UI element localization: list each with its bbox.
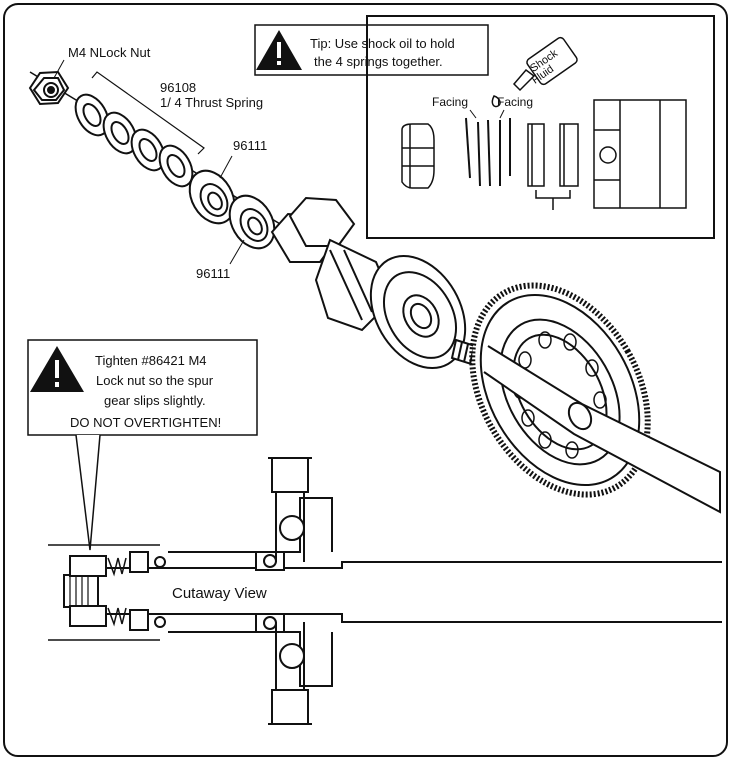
page-frame [3, 3, 728, 757]
bearing-lower-leader [229, 239, 245, 265]
bearing-lower-label: 96111 [196, 266, 230, 281]
bearing-upper [188, 169, 236, 225]
inset-frame [366, 15, 715, 239]
warning-pointer [75, 434, 101, 551]
inset-bearing-bracket [535, 190, 571, 199]
cutaway-label: Cutaway View [172, 585, 267, 602]
warning-triangle-icon [256, 30, 302, 70]
tip-line-2: the 4 springs together. [314, 54, 443, 69]
warning-line-4: DO NOT OVERTIGHTEN! [70, 415, 221, 430]
bearing-lower [228, 194, 276, 250]
inset-bearings [527, 123, 579, 187]
spring-part-number: 96108 [160, 80, 196, 95]
warning-line-3: gear slips slightly. [104, 393, 206, 408]
bearing-upper-leader [219, 155, 233, 179]
facing-right-label: Facing [497, 95, 533, 109]
cutaway-view [48, 457, 722, 725]
gear-shaft [483, 345, 721, 514]
thrust-spring-washers [74, 93, 194, 188]
bearing-upper-label: 96111 [233, 138, 267, 153]
tip-line-1: Tip: Use shock oil to hold [310, 36, 455, 51]
warning-triangle-icon [30, 346, 84, 392]
warning-line-2: Lock nut so the spur [96, 373, 214, 388]
locknut-label: M4 NLock Nut [68, 45, 151, 60]
tighten-warning-callout: Tighten #86421 M4 Lock nut so the spur g… [27, 339, 258, 551]
inset-locknut [401, 123, 435, 189]
facing-left-label: Facing [432, 95, 468, 109]
locknut-part [28, 70, 70, 106]
spring-bracket [91, 71, 205, 155]
spring-inset: Shock Fluid Facing Facing [366, 15, 715, 239]
inset-hub [593, 99, 687, 209]
warning-line-1: Tighten #86421 M4 [95, 353, 207, 368]
inset-springs [465, 109, 511, 187]
locknut-leader [53, 59, 65, 79]
shock-fluid-bottle-icon [491, 36, 578, 108]
exploded-view [28, 70, 721, 514]
tip-callout: Tip: Use shock oil to hold the 4 springs… [254, 24, 489, 76]
spring-name-label: 1/ 4 Thrust Spring [160, 95, 263, 110]
slipper-plate [369, 254, 467, 370]
